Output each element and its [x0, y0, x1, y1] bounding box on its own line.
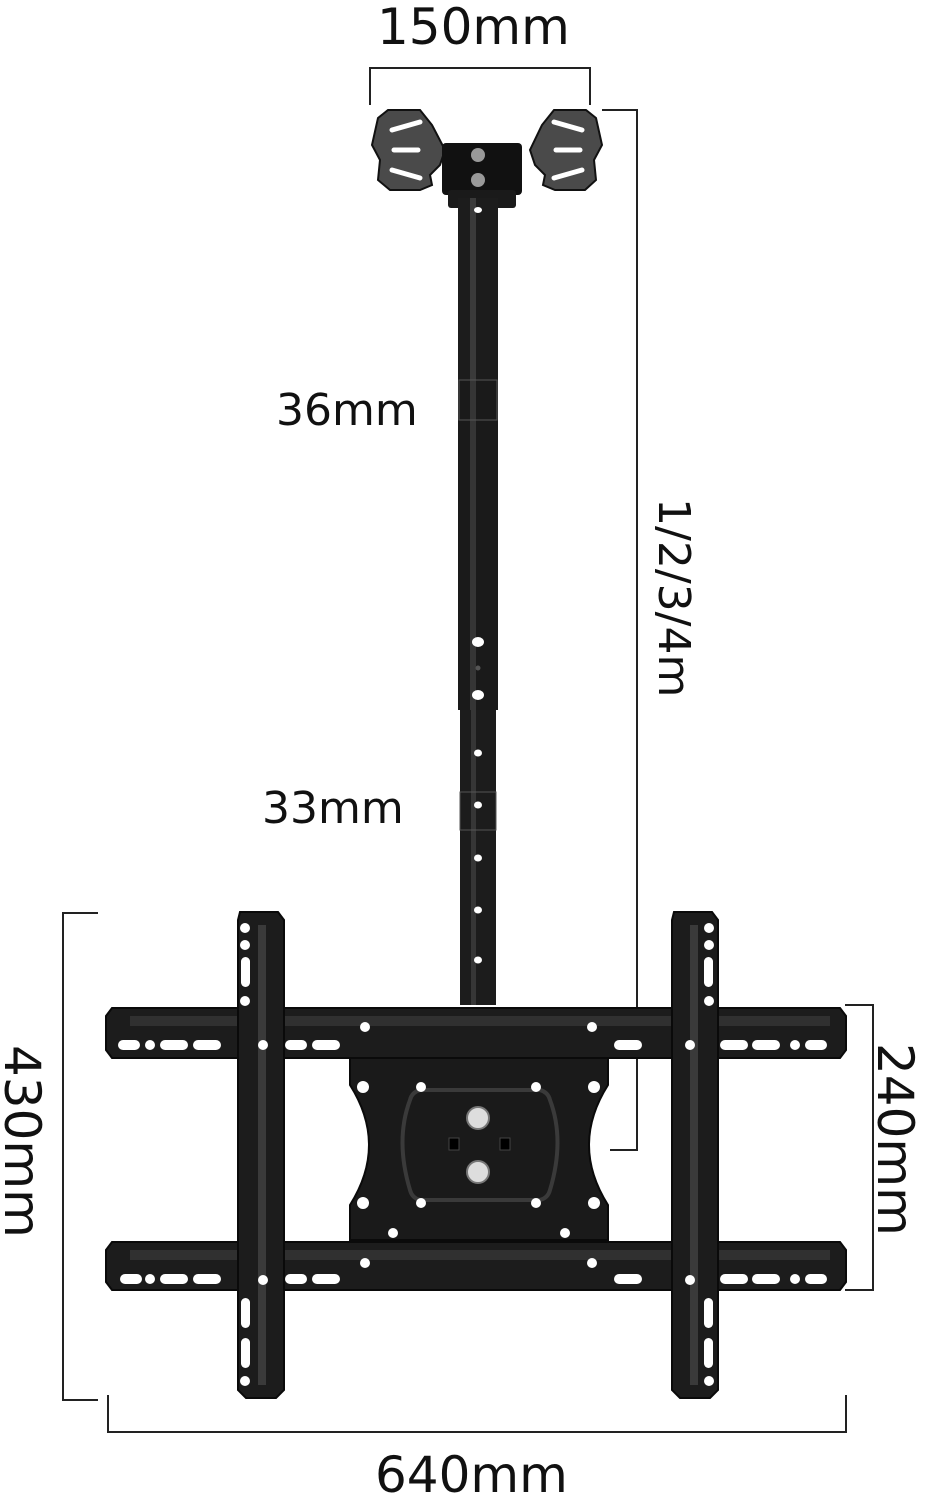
vesa-plate-holes — [357, 1022, 600, 1268]
left-vertical-arm — [237, 911, 285, 1399]
vertical-arms — [237, 911, 719, 1399]
label-ceiling-plate-width: 150mm — [377, 0, 570, 56]
upper-pole — [458, 198, 498, 710]
dim-240mm-line — [845, 1004, 874, 1291]
vesa-bolt-bottom — [466, 1160, 490, 1184]
label-rail-spacing: 240mm — [866, 1043, 924, 1236]
horizontal-rails — [105, 1007, 847, 1291]
label-bracket-width: 640mm — [375, 1446, 568, 1504]
left-arm-holes — [240, 923, 268, 1386]
label-pole-length: 1/2/3/4m — [648, 498, 699, 698]
bottom-rail — [105, 1241, 847, 1291]
vesa-bolt-top — [466, 1106, 490, 1130]
right-vertical-arm — [671, 911, 719, 1399]
ceiling-plate — [370, 109, 604, 208]
ceiling-plate-center-block — [442, 143, 522, 195]
lower-pole — [459, 710, 497, 1005]
dimension-lines — [62, 67, 874, 1433]
label-bracket-height: 430mm — [0, 1045, 51, 1238]
label-upper-pole-diameter: 36mm — [276, 385, 418, 436]
top-rail-holes — [118, 1040, 827, 1050]
dim-430mm-line — [62, 912, 98, 1401]
top-rail — [105, 1007, 847, 1059]
ceiling-plate-slots — [389, 119, 585, 181]
dim-150mm-line — [369, 67, 591, 105]
right-arm-holes — [685, 923, 714, 1386]
vesa-plate — [349, 1022, 609, 1268]
dim-pole-length-line — [602, 109, 638, 1151]
dim-640mm-line — [107, 1395, 847, 1433]
label-lower-pole-diameter: 33mm — [262, 783, 404, 834]
bottom-rail-holes — [120, 1274, 827, 1284]
